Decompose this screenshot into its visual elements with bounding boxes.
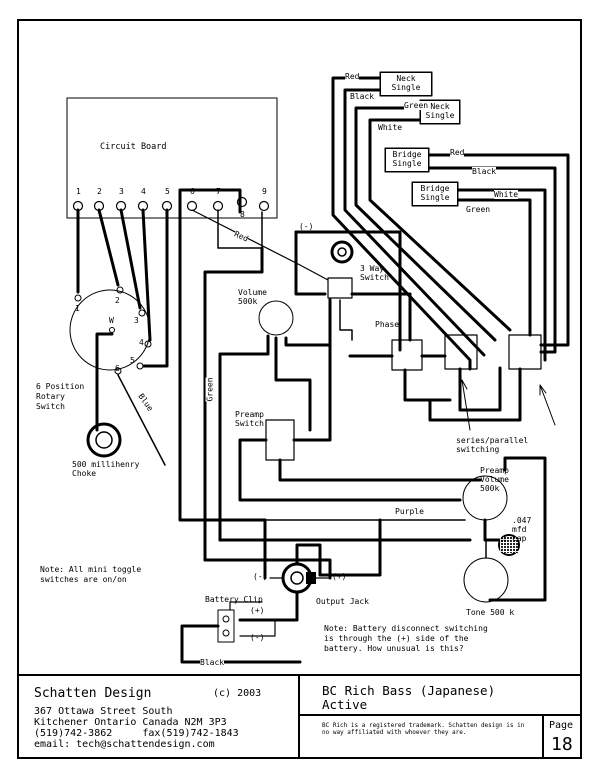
pin-3-label: 3: [119, 187, 124, 196]
wire-black-1: Black: [350, 92, 375, 101]
battery-minus: (-): [250, 633, 265, 642]
trademark-disclaimer: BC Rich is a registered trademark. Schat…: [322, 722, 525, 736]
pin-6-label: 6: [190, 187, 195, 196]
battery-clip: [217, 609, 235, 643]
tone-pot: [463, 557, 509, 603]
rotary-pos-4: 4: [139, 338, 144, 347]
jack-minus: (-): [253, 572, 268, 581]
pin-8-label: 8: [240, 210, 245, 219]
preamp-switch: [265, 419, 295, 461]
choke-label: 500 millihenry Choke: [72, 460, 140, 478]
three-way-switch: [330, 240, 354, 264]
wire-green-3: Green: [205, 377, 215, 402]
address-line-1: 367 Ottawa Street South: [34, 706, 173, 717]
page-number: 18: [551, 734, 573, 755]
choke: [86, 422, 122, 458]
company-block: Schatten Design (c) 2003 367 Ottawa Stre…: [17, 676, 300, 759]
phone-fax: (519)742-3862 fax(519)742-1843: [34, 728, 239, 739]
neck-single-1: Neck Single: [380, 72, 432, 96]
wire-white-2: White: [494, 190, 519, 199]
tone-label: Tone 500 k: [466, 608, 515, 617]
page-label: Page: [549, 720, 574, 731]
preamp-switch-label: Preamp Switch: [235, 410, 264, 428]
circuit-board: [66, 97, 278, 219]
wire-black-3: Black: [200, 658, 225, 667]
page-box: Page 18: [542, 716, 582, 759]
toggle-note: Note: All mini toggle switches are on/on: [40, 565, 142, 584]
jack-plus: (+): [332, 572, 347, 581]
wire-white-1: White: [378, 123, 403, 132]
wire-green-1: Green: [404, 101, 429, 110]
wire-red-2: Red: [450, 148, 465, 157]
rotary-pos-5: 5: [130, 356, 135, 365]
drawing-title-line-2: Active: [322, 697, 368, 712]
series-parallel-label: series/parallel switching: [456, 436, 529, 454]
rotary-pos-6: 6: [115, 364, 120, 373]
title-info-block: BC Rich Bass (Japanese) Active BC Rich i…: [300, 676, 582, 759]
pin-1-label: 1: [76, 187, 81, 196]
cap-label: .047 mfd cap: [512, 516, 532, 543]
phase-switch: [391, 339, 423, 371]
email: email: tech@schattendesign.com: [34, 739, 215, 750]
company-name: Schatten Design: [34, 686, 152, 701]
pin-7-label: 7: [216, 187, 221, 196]
drawing-title: BC Rich Bass (Japanese) Active: [322, 684, 495, 712]
rotary-wiper: W: [109, 316, 114, 325]
phase-label: Phase: [375, 320, 400, 329]
bridge-single-2: Bridge Single: [412, 182, 458, 206]
bridge-single-1: Bridge Single: [385, 148, 429, 172]
capacitor: [498, 534, 520, 556]
three-way-minus: (-): [299, 222, 314, 231]
wire-red-1: Red: [345, 72, 360, 81]
three-way-label: 3 Way Switch: [360, 264, 389, 282]
rotary-pos-1: 1: [75, 304, 80, 313]
copyright: (c) 2003: [213, 688, 262, 699]
wire-green-2: Green: [466, 205, 491, 214]
volume-label: Volume 500k: [238, 288, 267, 306]
circuit-board-label: Circuit Board: [100, 142, 167, 152]
rotary-pos-3: 3: [134, 316, 139, 325]
address-line-2: Kitchener Ontario Canada N2M 3P3: [34, 717, 227, 728]
rotary-switch-label: 6 Position Rotary Switch: [36, 382, 85, 411]
battery-clip-label: Battery Clip: [205, 595, 263, 604]
volume-pot: [258, 300, 294, 336]
drawing-title-line-1: BC Rich Bass (Japanese): [322, 683, 496, 698]
wire-purple: Purple: [395, 507, 424, 516]
pin-5-label: 5: [165, 187, 170, 196]
preamp-volume-label: Preamp Volume 500k: [480, 466, 509, 493]
battery-note: Note: Battery disconnect switching is th…: [324, 624, 488, 653]
wire-black-2: Black: [472, 167, 497, 176]
battery-plus: (+): [250, 606, 265, 615]
output-jack-label: Output Jack: [316, 597, 369, 606]
pin-4-label: 4: [141, 187, 146, 196]
title-block: Schatten Design (c) 2003 367 Ottawa Stre…: [17, 674, 582, 759]
rotary-pos-2: 2: [115, 296, 120, 305]
pin-2-label: 2: [97, 187, 102, 196]
pin-9-label: 9: [262, 187, 267, 196]
title-divider: [300, 714, 582, 716]
